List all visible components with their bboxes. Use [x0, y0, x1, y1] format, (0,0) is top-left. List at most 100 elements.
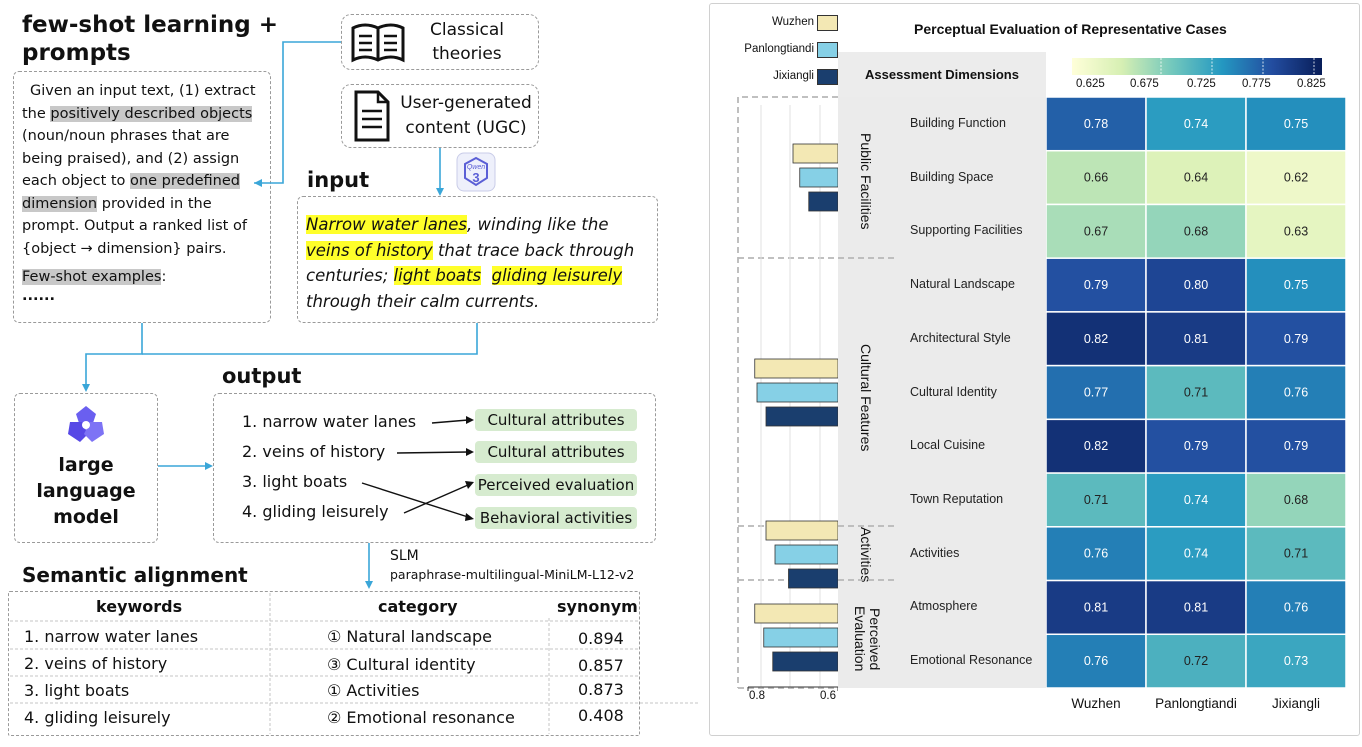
table-cell-category: ① Natural landscape	[327, 627, 493, 646]
table-cell-synonym: 0.408	[578, 706, 624, 725]
assessment-header-label: Assessment Dimensions	[865, 67, 1019, 82]
heatmap-value-label: 0.75	[1284, 278, 1308, 292]
group-bar	[754, 358, 838, 379]
heatmap-value-label: 0.82	[1084, 332, 1108, 346]
heatmap-value-label: 0.62	[1284, 171, 1308, 185]
group-bar	[788, 568, 838, 589]
output-title: output	[222, 364, 302, 388]
heatmap-value-label: 0.71	[1084, 493, 1108, 507]
dimension-label: Natural Landscape	[910, 277, 1015, 292]
group-bar	[765, 520, 838, 541]
colorbar-tick-label: 0.775	[1242, 78, 1271, 90]
heatmap-cell	[1145, 579, 1247, 636]
fewshot-title: few-shot learning + prompts	[22, 12, 278, 66]
highlight-dimension: dimension	[22, 195, 98, 212]
highlight-one-predefined: one predefined	[130, 173, 240, 189]
heatmap-cell	[1145, 526, 1247, 582]
table-cell-keyword: 1. narrow water lanes	[24, 627, 199, 646]
heatmap-value-label: 0.81	[1084, 600, 1108, 614]
table-cell-keyword: 3. light boats	[24, 681, 130, 700]
highlight-narrow-water-lanes: Narrow water lanes	[306, 215, 468, 234]
heatmap-cell	[1046, 203, 1147, 259]
legend-label-jixiangli: Jixiangli	[773, 70, 814, 82]
dimension-label: Activities	[910, 545, 960, 560]
group-bar	[756, 382, 838, 403]
output-box	[213, 393, 656, 543]
heatmap-cell	[1145, 633, 1247, 688]
assessment-header: Assessment Dimensions	[838, 52, 1046, 97]
heatmap-value-label: 0.76	[1284, 386, 1308, 400]
llm-box	[14, 393, 158, 543]
prompt-box	[13, 71, 271, 323]
llm-label: large language model	[36, 454, 136, 528]
group-bar	[763, 627, 838, 648]
column-label: Panlongtiandi	[1155, 696, 1237, 711]
heatmap-value-label: 0.75	[1284, 117, 1308, 131]
heatmap-cell	[1245, 257, 1346, 313]
qwen-logo-icon: Qwen 3	[456, 152, 496, 192]
heatmap-value-label: 0.71	[1284, 547, 1308, 561]
document-icon	[354, 90, 390, 142]
legend-label-wuzhen: Wuzhen	[772, 16, 814, 28]
table-cell-category: ③ Cultural identity	[327, 655, 476, 674]
heatmap-value-label: 0.76	[1084, 547, 1108, 561]
heatmap-value-label: 0.72	[1184, 654, 1208, 668]
output-tag: Behavioral activities	[475, 507, 637, 529]
output-item: 1. narrow water lanes	[242, 412, 417, 431]
heatmap-value-label: 0.79	[1284, 332, 1308, 346]
alignment-table	[8, 591, 640, 736]
heatmap-value-label: 0.78	[1084, 117, 1108, 131]
table-cell-keyword: 4. gliding leisurely	[24, 708, 171, 727]
heatmap-value-label: 0.64	[1184, 171, 1208, 185]
heatmap-value-label: 0.67	[1084, 224, 1108, 238]
heatmap-cell	[1245, 311, 1346, 367]
highlight-light-boats: light boats	[393, 266, 482, 285]
colorbar-tick-label: 0.675	[1130, 78, 1159, 90]
output-item: 4. gliding leisurely	[242, 502, 389, 521]
heatmap-cell	[1245, 633, 1346, 688]
table-header-keywords: keywords	[96, 597, 183, 616]
heatmap-value-label: 0.77	[1084, 386, 1108, 400]
group-label: Cultural Features	[858, 344, 874, 452]
legend-swatch-panlongtiandi	[817, 42, 838, 58]
heatmap-cell	[1145, 149, 1247, 206]
flow-connectors	[82, 41, 478, 589]
heatmap-value-label: 0.76	[1084, 654, 1108, 668]
heatmap-cell	[1046, 418, 1147, 474]
group-bar	[808, 191, 838, 212]
chart-title: Perceptual Evaluation of Representative …	[914, 21, 1227, 37]
heatmap-cell	[1145, 203, 1247, 259]
dimension-label: Supporting Facilities	[910, 223, 1023, 238]
output-tag: Cultural attributes	[475, 441, 637, 463]
group-bar	[774, 544, 838, 565]
prompt-text: Given an input text, (1) extract the pos…	[22, 83, 256, 304]
slm-model-name: paraphrase-multilingual-MiniLM-L12-v2	[390, 567, 635, 582]
heatmap-value-label: 0.79	[1184, 439, 1208, 453]
slm-label: SLM	[390, 548, 419, 564]
heatmap-value-label: 0.81	[1184, 332, 1208, 346]
semantic-alignment-title: Semantic alignment	[22, 563, 248, 587]
heatmap-value-label: 0.68	[1284, 493, 1308, 507]
heatmap-cell	[1046, 257, 1147, 313]
classical-theories-label: Classical theories	[430, 20, 504, 64]
table-cell-synonym: 0.857	[578, 656, 624, 675]
group-bar	[799, 167, 838, 188]
heatmap-cell	[1145, 472, 1247, 528]
heatmap-cell	[1245, 418, 1346, 474]
bar-axis-tick-label: 0.8	[749, 690, 765, 702]
chart-frame	[709, 3, 1360, 736]
dimension-label: Atmosphere	[910, 599, 978, 614]
table-cell-category: ① Activities	[327, 681, 420, 700]
group-bar-chart	[747, 143, 838, 691]
heatmap-cell	[1046, 364, 1147, 421]
colorbar-tick-label: 0.825	[1297, 78, 1326, 90]
heatmap-value-label: 0.82	[1084, 439, 1108, 453]
highlight-fewshot-examples: Few-shot examples	[22, 269, 162, 285]
legend-swatch-jixiangli	[817, 69, 838, 85]
table-header-synonym: synonym	[557, 597, 638, 616]
colorbar-tick-label: 0.625	[1076, 78, 1105, 90]
heatmap-value-label: 0.66	[1084, 171, 1108, 185]
table-cell-category: ② Emotional resonance	[327, 708, 515, 727]
highlight-gliding-leisurely: gliding leisurely	[491, 266, 623, 285]
heatmap-cell	[1245, 203, 1346, 259]
